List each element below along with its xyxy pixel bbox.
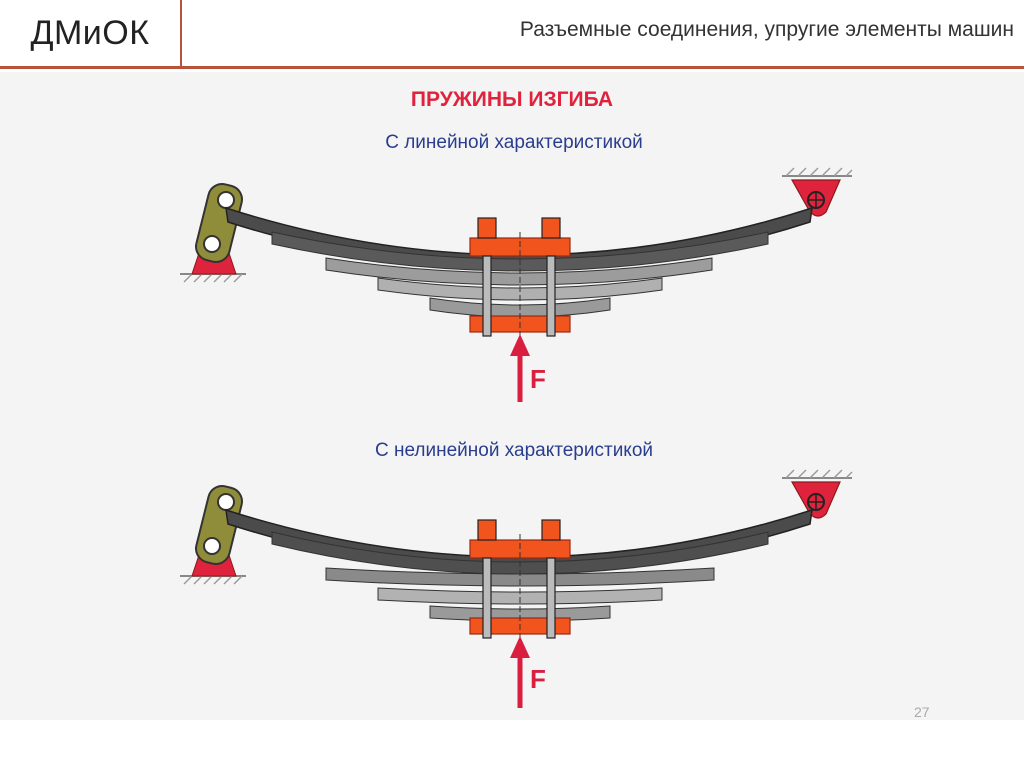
slide-subject: Разъемные соединения, упругие элементы м…	[519, 18, 1014, 41]
shackle-link-2	[195, 485, 243, 565]
caption-linear: С линейной характеристикой	[385, 132, 643, 153]
shackle-link	[195, 183, 243, 263]
caption-nonlinear: С нелинейной характеристикой	[375, 440, 653, 461]
force-arrow-1	[510, 334, 530, 402]
leaf-stack-2	[271, 531, 769, 622]
diagram-linear: С линейной характеристикой	[180, 132, 853, 402]
page-number: 27	[914, 704, 930, 720]
slide-header: ДМиОК Разъемные соединения, упругие элем…	[0, 0, 1024, 69]
center-clamp-2	[469, 519, 571, 642]
force-arrow-2	[510, 636, 530, 708]
slide-title: ПРУЖИНЫ ИЗГИБА	[411, 88, 613, 111]
leaf-spring-figure: ПРУЖИНЫ ИЗГИБА С линейной характеристико…	[180, 88, 853, 708]
force-label-1: F	[530, 364, 546, 394]
brand-label: ДМиОК	[0, 0, 182, 66]
slide-content: ПРУЖИНЫ ИЗГИБА С линейной характеристико…	[0, 72, 1024, 720]
center-clamp	[469, 217, 571, 340]
diagram-nonlinear: С нелинейной характеристикой	[180, 440, 853, 708]
header-divider	[0, 66, 1024, 69]
right-hanger	[782, 167, 853, 217]
force-label-2: F	[530, 664, 546, 694]
right-hanger-2	[782, 469, 853, 519]
